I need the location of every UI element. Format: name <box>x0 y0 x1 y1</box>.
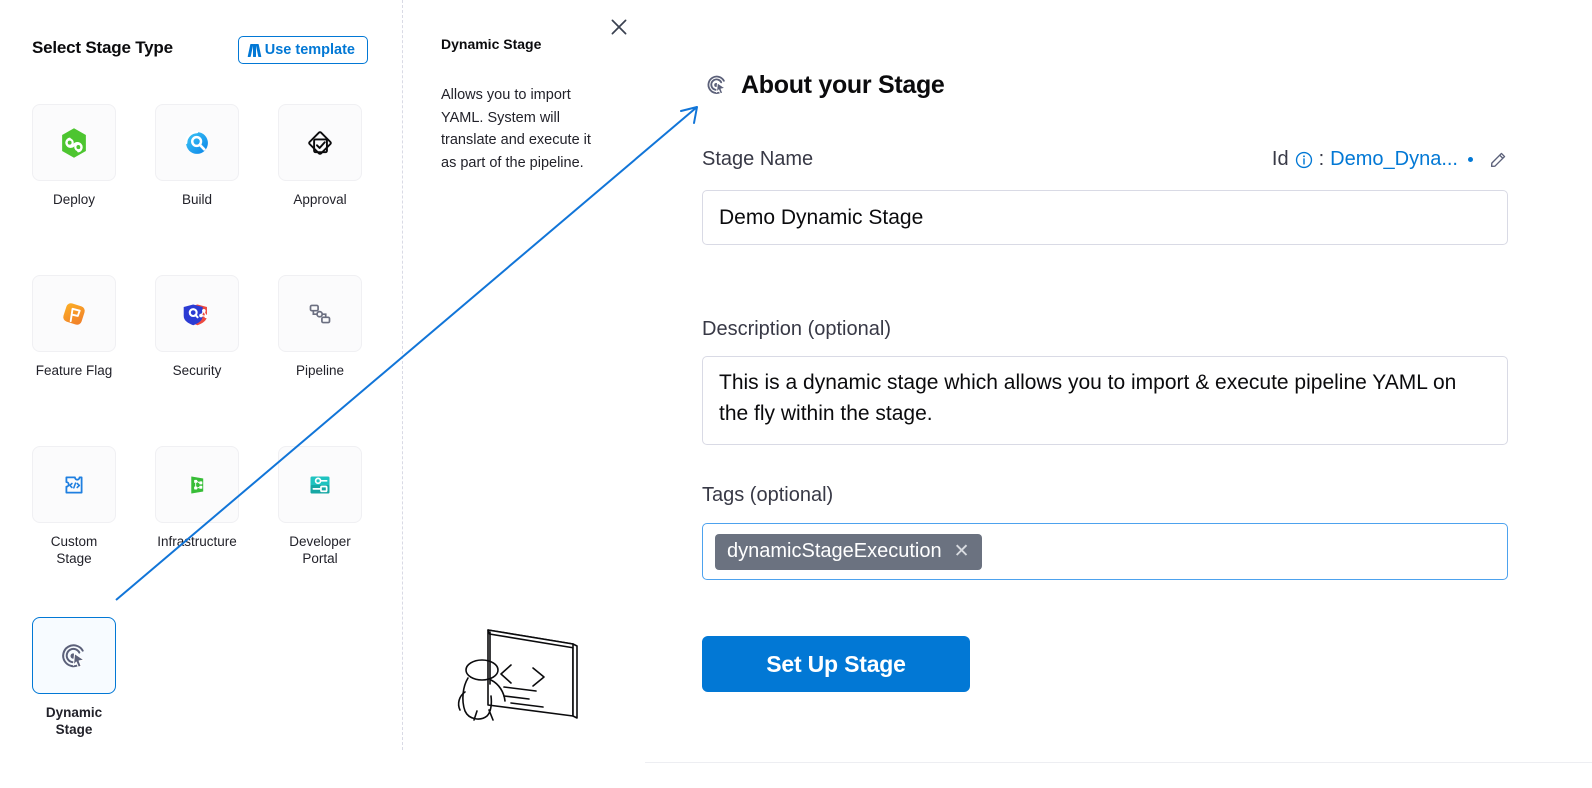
set-up-stage-button[interactable]: Set Up Stage <box>702 636 970 692</box>
info-circle-icon[interactable] <box>1295 151 1313 169</box>
stage-type-row: Deploy Build <box>32 104 372 275</box>
stage-type-header: Select Stage Type Use template <box>32 36 370 66</box>
identifier-label: Id <box>1271 148 1289 170</box>
stage-type-grid: Deploy Build <box>32 104 372 788</box>
identifier-dot <box>1468 157 1473 162</box>
stage-type-label: Security <box>172 363 222 378</box>
approval-check-icon <box>308 130 332 155</box>
stage-card[interactable] <box>155 104 239 181</box>
tags-label: Tags (optional) <box>702 484 834 506</box>
tags-input[interactable]: dynamicStageExecution ✕ <box>702 523 1508 580</box>
custom-stage-code-icon <box>65 475 83 494</box>
stage-type-infrastructure[interactable]: Infrastructure <box>155 446 239 550</box>
stage-card[interactable] <box>155 446 239 523</box>
stage-info-panel: Dynamic Stage Allows you to import YAML.… <box>403 0 637 775</box>
close-icon <box>611 19 627 35</box>
stage-type-security[interactable]: Security <box>155 275 239 379</box>
description-label: Description (optional) <box>702 318 891 340</box>
footer-divider <box>645 762 1592 763</box>
page-title: Select Stage Type <box>32 38 173 57</box>
stage-type-developer-portal[interactable]: Developer Portal <box>278 446 362 567</box>
identifier-value: Demo_Dyna... <box>1330 148 1458 170</box>
stage-type-label: Approval <box>293 192 347 207</box>
stage-type-label: Custom Stage <box>50 534 98 566</box>
stage-type-label: Dynamic Stage <box>45 705 103 737</box>
stage-type-label: Feature Flag <box>35 363 113 378</box>
pipeline-nodes-icon <box>309 304 331 323</box>
stage-card[interactable] <box>32 104 116 181</box>
stage-type-label: Developer Portal <box>289 534 351 566</box>
description-textarea[interactable] <box>702 356 1508 445</box>
description-row: Description (optional) <box>702 318 1508 341</box>
infrastructure-icon <box>191 475 204 494</box>
stage-info-description: Allows you to import YAML. System will t… <box>441 87 591 171</box>
stage-card[interactable] <box>32 275 116 352</box>
person-presenting-code-board-illustration <box>457 629 578 721</box>
tag-remove-icon[interactable]: ✕ <box>953 541 970 562</box>
stage-type-row: Feature Flag <box>32 275 372 446</box>
template-bars-icon <box>247 43 262 57</box>
about-stage-panel: About your Stage Stage Name Id : Demo_Dy… <box>637 0 1592 775</box>
stage-type-custom-stage[interactable]: Custom Stage <box>32 446 116 567</box>
stage-type-build[interactable]: Build <box>155 104 239 208</box>
stage-type-label: Build <box>181 192 213 207</box>
stage-type-label: Infrastructure <box>157 534 237 549</box>
dynamic-stage-target-icon <box>62 643 85 668</box>
stage-card-selected[interactable] <box>32 617 116 694</box>
tag-chip-label: dynamicStageExecution <box>727 540 942 562</box>
pencil-edit-icon[interactable] <box>1488 150 1508 170</box>
stage-type-dynamic-stage[interactable]: Dynamic Stage <box>32 617 116 738</box>
stage-type-approval[interactable]: Approval <box>278 104 362 208</box>
about-stage-title: About your Stage <box>741 70 945 99</box>
stage-type-row: Dynamic Stage <box>32 617 372 788</box>
stage-type-row: Custom Stage <box>32 446 372 617</box>
stage-type-deploy[interactable]: Deploy <box>32 104 116 208</box>
stage-info-title: Dynamic Stage <box>441 36 542 52</box>
use-template-label: Use template <box>264 42 355 58</box>
stage-card[interactable] <box>32 446 116 523</box>
stage-identifier-group: Id : Demo_Dyna... <box>1272 148 1508 171</box>
about-stage-header: About your Stage <box>702 70 945 100</box>
stage-name-input[interactable] <box>702 190 1508 245</box>
stage-card[interactable] <box>278 104 362 181</box>
stage-card[interactable] <box>278 446 362 523</box>
stage-card[interactable] <box>278 275 362 352</box>
feature-flag-icon <box>63 302 85 325</box>
stage-card[interactable] <box>155 275 239 352</box>
use-template-button[interactable]: Use template <box>238 36 368 64</box>
identifier-separator: : <box>1318 148 1325 170</box>
stage-type-pipeline[interactable]: Pipeline <box>278 275 362 379</box>
tags-row: Tags (optional) <box>702 484 1508 507</box>
security-shields-icon <box>183 304 208 325</box>
stage-type-label: Deploy <box>52 192 96 207</box>
stage-type-feature-flag[interactable]: Feature Flag <box>32 275 116 379</box>
build-magnifier-icon <box>185 130 208 154</box>
stage-type-label: Pipeline <box>295 363 345 378</box>
tag-chip[interactable]: dynamicStageExecution ✕ <box>715 533 982 570</box>
stage-type-panel: Select Stage Type Use template <box>0 0 402 775</box>
dynamic-stage-target-icon <box>707 75 726 95</box>
deploy-hexagon-icon <box>62 127 86 158</box>
stage-name-row: Stage Name Id : Demo_Dyna... <box>702 148 1508 171</box>
developer-portal-icon <box>310 475 330 494</box>
stage-name-label: Stage Name <box>702 148 814 170</box>
close-button[interactable] <box>606 14 632 40</box>
